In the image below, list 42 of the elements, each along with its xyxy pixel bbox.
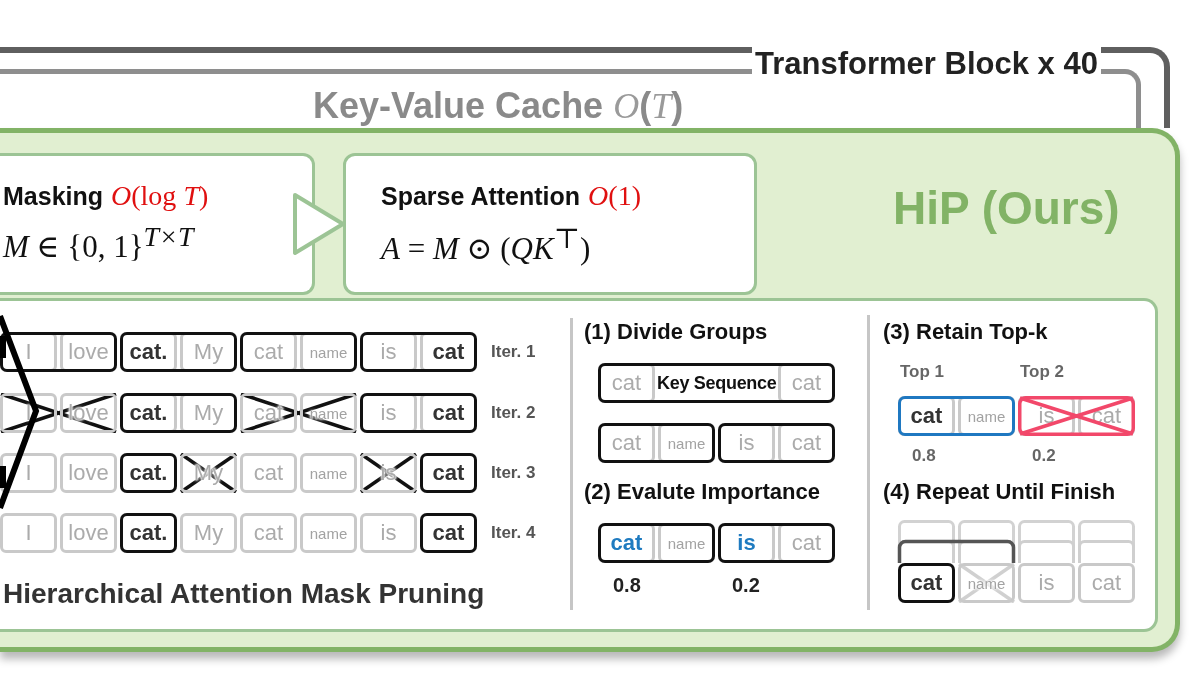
iteration-label: Iter. 1 xyxy=(491,341,536,363)
complexity-label: O(1) xyxy=(588,180,641,212)
token-cell: I xyxy=(0,513,57,553)
token-cell: love xyxy=(60,453,117,493)
score-value: 0.8 xyxy=(912,445,936,467)
formula: M ∈ {0, 1}$^{T×T}$ xyxy=(3,220,194,267)
score-value: 0.2 xyxy=(1032,445,1056,467)
process-card xyxy=(0,153,315,295)
card-heading: Sparse Attention xyxy=(381,181,581,212)
rank-label: Top 2 xyxy=(1020,361,1065,383)
token-cell: cat xyxy=(240,513,297,553)
cache-title: Key-Value Cache O(T) xyxy=(313,86,684,126)
iteration-label: Iter. 2 xyxy=(491,402,536,424)
token-cell: is xyxy=(1018,563,1075,603)
token-cell: love xyxy=(60,393,117,433)
token-cell: name xyxy=(300,453,357,493)
score-value: 0.2 xyxy=(732,573,760,598)
iteration-label: Iter. 3 xyxy=(491,462,536,484)
token-cell: name xyxy=(300,513,357,553)
token-cell: cat xyxy=(1078,563,1135,603)
step-heading: (1) Divide Groups xyxy=(584,318,768,346)
panel-title: HiP (Ours) xyxy=(893,181,1120,236)
rank-label: Top 1 xyxy=(900,361,945,383)
process-card xyxy=(343,153,757,295)
iteration-label: Iter. 4 xyxy=(491,522,536,544)
token-cell: cat xyxy=(240,393,297,433)
card-heading: Masking xyxy=(3,181,104,212)
token-cell: name xyxy=(300,393,357,433)
step-heading: (2) Evalute Importance xyxy=(584,478,820,506)
arrow xyxy=(293,193,345,255)
method-panel xyxy=(0,128,1180,652)
token-cell: My xyxy=(180,513,237,553)
step-heading: (3) Retain Top-k xyxy=(883,318,1048,346)
token-cell: cat xyxy=(240,453,297,493)
step-heading: (4) Repeat Until Finish xyxy=(883,478,1116,506)
complexity-label: O(log T) xyxy=(111,180,209,212)
token-cell: name xyxy=(958,563,1015,603)
score-value: 0.8 xyxy=(613,573,641,598)
section-caption: Hierarchical Attention Mask Pruning xyxy=(3,577,485,611)
token-cell: love xyxy=(60,513,117,553)
token-cell: is xyxy=(360,513,417,553)
formula: A = M ⊙ (QK$^{⊤}$) xyxy=(381,222,591,269)
